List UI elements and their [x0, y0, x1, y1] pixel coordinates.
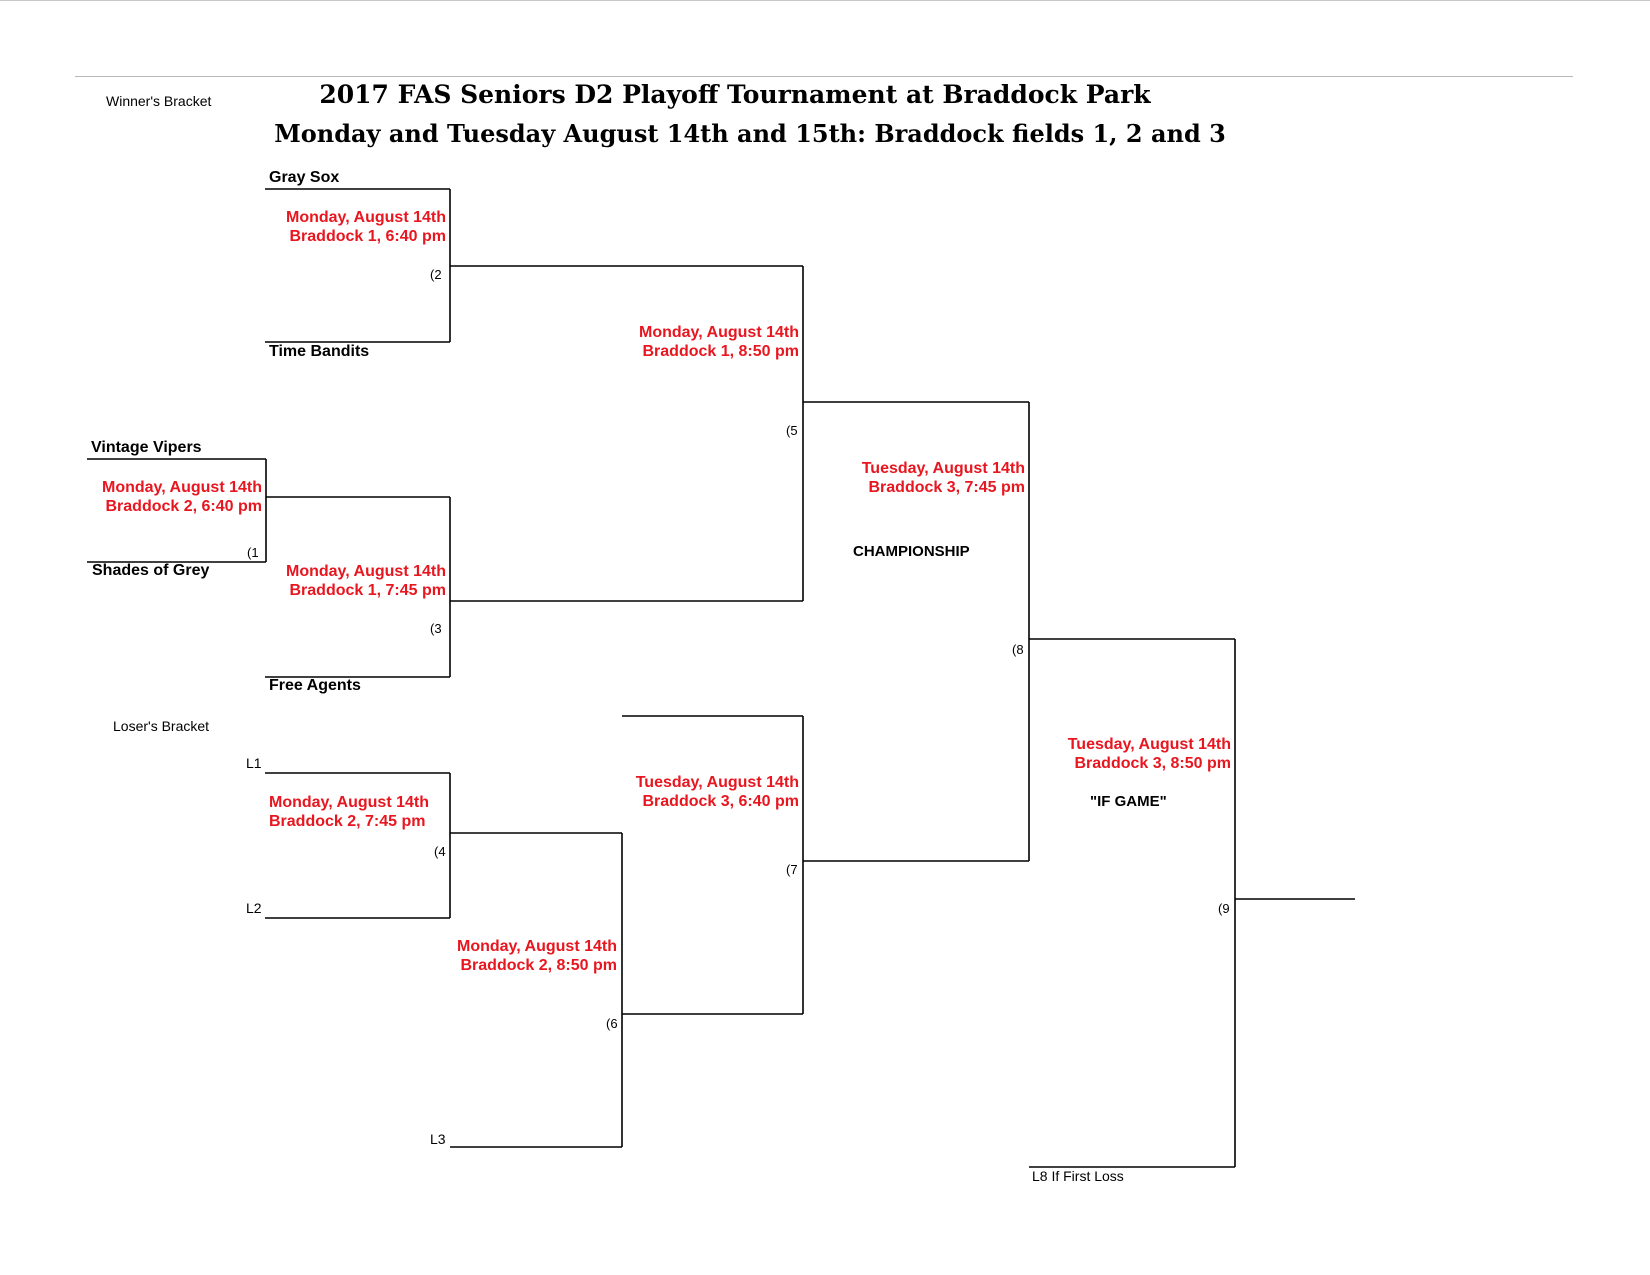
- game1-schedule: Monday, August 14th Braddock 2, 6:40 pm: [102, 478, 262, 516]
- game4-place: Braddock 2, 7:45 pm: [269, 813, 426, 830]
- game9-schedule: Tuesday, August 14th Braddock 3, 8:50 pm: [1068, 735, 1231, 773]
- game9-place: Braddock 3, 8:50 pm: [1074, 755, 1232, 772]
- game1-number: (1: [247, 545, 259, 560]
- losers-bracket-label: Loser's Bracket: [113, 718, 210, 734]
- team-gray-sox: Gray Sox: [269, 169, 340, 186]
- team-shades-of-grey: Shades of Grey: [92, 562, 210, 579]
- game6-place: Braddock 2, 8:50 pm: [460, 957, 618, 974]
- page-title: 2017 FAS Seniors D2 Playoff Tournament a…: [319, 80, 1151, 109]
- game3-place: Braddock 1, 7:45 pm: [289, 582, 447, 599]
- game7-schedule: Tuesday, August 14th Braddock 3, 6:40 pm: [636, 773, 799, 811]
- header-rule: [75, 76, 1573, 77]
- slot-l1: L1: [246, 755, 262, 771]
- game8-place: Braddock 3, 7:45 pm: [868, 479, 1026, 496]
- game4-schedule: Monday, August 14th Braddock 2, 7:45 pm: [269, 793, 429, 831]
- team-free-agents: Free Agents: [269, 677, 361, 694]
- top-border: [0, 0, 1650, 1]
- game7-number: (7: [786, 862, 798, 877]
- game8-day: Tuesday, August 14th: [861, 460, 1025, 477]
- game9-day: Tuesday, August 14th: [1067, 736, 1231, 753]
- game4-number: (4: [434, 844, 446, 859]
- game3-day: Monday, August 14th: [286, 563, 446, 580]
- slot-l3: L3: [430, 1131, 446, 1147]
- game8-schedule: Tuesday, August 14th Braddock 3, 7:45 pm: [862, 459, 1025, 497]
- game2-number: (2: [430, 267, 442, 282]
- game9-number: (9: [1218, 901, 1230, 916]
- slot-l8: L8 If First Loss: [1032, 1168, 1124, 1184]
- game4-day: Monday, August 14th: [269, 794, 429, 811]
- game2-day: Monday, August 14th: [286, 209, 446, 226]
- game8-number: (8: [1012, 642, 1024, 657]
- team-vintage-vipers: Vintage Vipers: [91, 439, 202, 456]
- if-game-label: "IF GAME": [1090, 793, 1167, 810]
- slot-l2: L2: [246, 900, 262, 916]
- game2-place: Braddock 1, 6:40 pm: [289, 228, 447, 245]
- game6-day: Monday, August 14th: [457, 938, 617, 955]
- game1-place: Braddock 2, 6:40 pm: [105, 498, 263, 515]
- game5-number: (5: [786, 423, 798, 438]
- game5-place: Braddock 1, 8:50 pm: [642, 343, 800, 360]
- game6-schedule: Monday, August 14th Braddock 2, 8:50 pm: [457, 937, 617, 975]
- game5-schedule: Monday, August 14th Braddock 1, 8:50 pm: [639, 323, 799, 361]
- page-subtitle: Monday and Tuesday August 14th and 15th:…: [274, 119, 1226, 148]
- team-time-bandits: Time Bandits: [269, 343, 370, 360]
- game3-number: (3: [430, 621, 442, 636]
- game3-schedule: Monday, August 14th Braddock 1, 7:45 pm: [286, 562, 446, 600]
- game6-number: (6: [606, 1016, 618, 1031]
- game7-day: Tuesday, August 14th: [635, 774, 799, 791]
- game5-day: Monday, August 14th: [639, 324, 799, 341]
- winners-bracket-label: Winner's Bracket: [106, 93, 212, 109]
- championship-label: CHAMPIONSHIP: [853, 543, 970, 560]
- game7-place: Braddock 3, 6:40 pm: [642, 793, 800, 810]
- game2-schedule: Monday, August 14th Braddock 1, 6:40 pm: [286, 208, 446, 246]
- game1-day: Monday, August 14th: [102, 479, 262, 496]
